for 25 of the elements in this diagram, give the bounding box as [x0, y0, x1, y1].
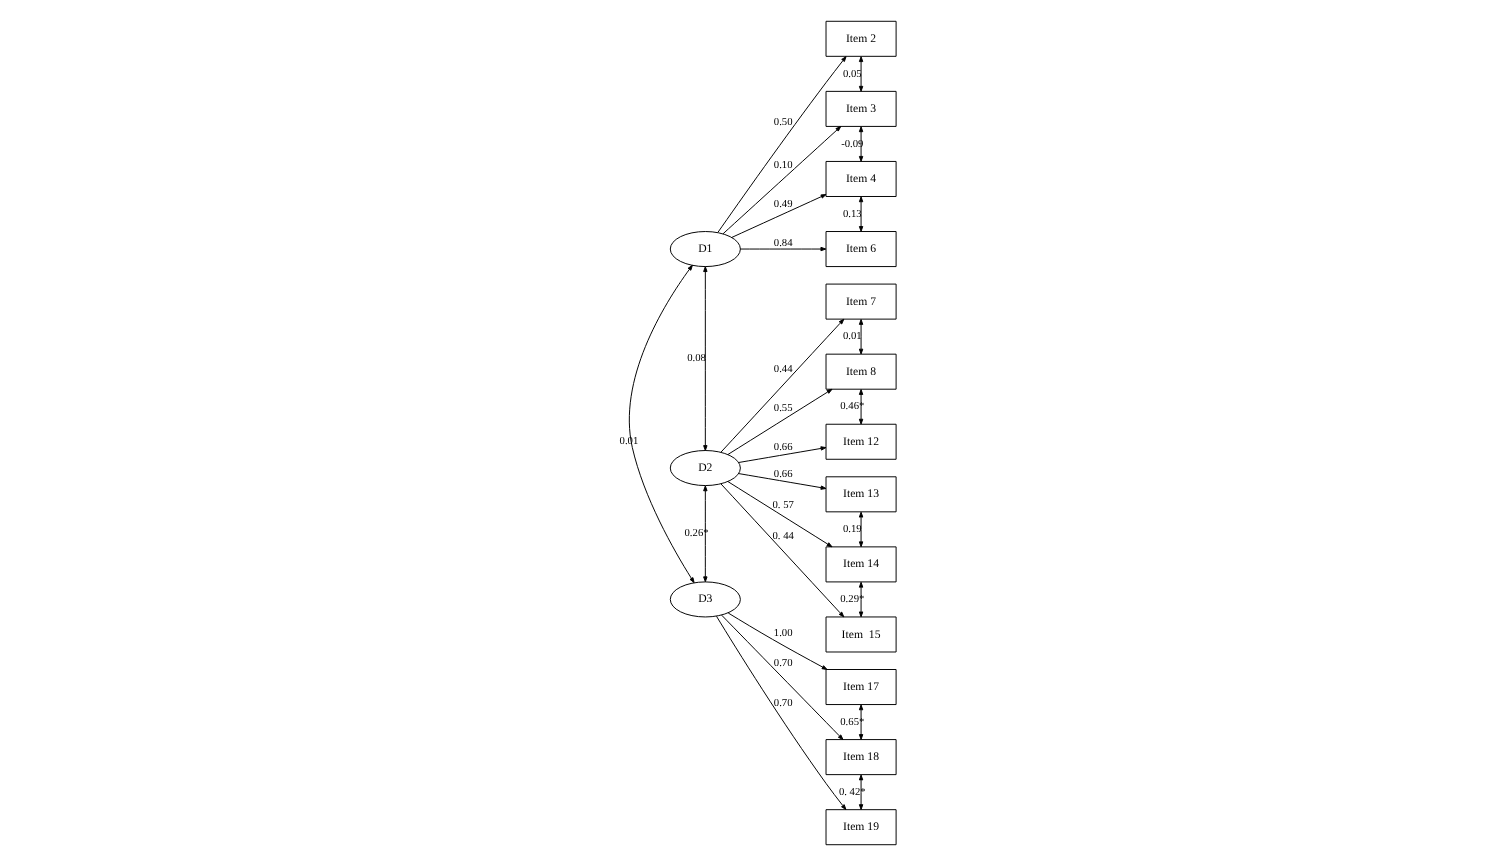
arrow — [726, 612, 827, 670]
arrow — [730, 194, 826, 238]
arrow — [627, 264, 694, 584]
arrow — [726, 481, 832, 548]
arrow — [702, 266, 707, 451]
arrow — [702, 485, 707, 583]
arrow — [857, 581, 863, 618]
arrow — [716, 56, 846, 233]
arrow — [721, 126, 841, 235]
arrow — [857, 56, 863, 92]
arrow — [715, 615, 846, 810]
arrow — [719, 483, 844, 618]
arrow — [720, 614, 843, 741]
arrow — [738, 246, 826, 252]
arrow — [726, 388, 832, 455]
arrow — [737, 446, 826, 463]
arrow — [857, 511, 863, 548]
arrow — [857, 319, 863, 355]
arrow — [857, 389, 863, 425]
arrow — [857, 704, 863, 740]
arrow — [719, 318, 844, 453]
arrow — [737, 473, 826, 490]
arrow — [857, 774, 863, 810]
arrow — [857, 126, 863, 162]
arrow — [857, 196, 863, 232]
